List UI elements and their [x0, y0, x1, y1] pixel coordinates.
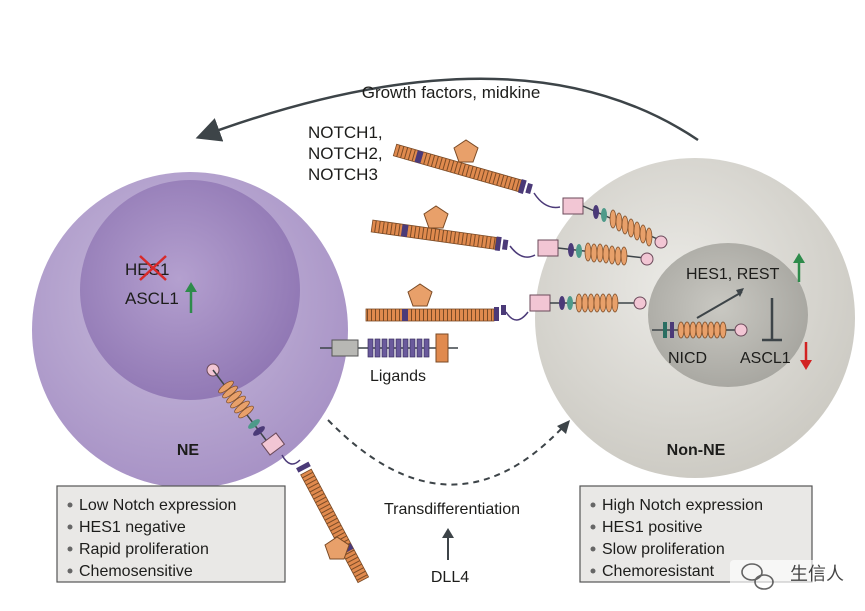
notch-label-line: NOTCH1,	[308, 123, 383, 142]
notch-receptor	[392, 143, 668, 249]
ne-property-item: Low Notch expression	[79, 497, 236, 514]
ne-properties-box: Low Notch expression HES1 negative Rapid…	[56, 485, 286, 583]
nicd-fragment	[652, 321, 748, 339]
watermark: 生信人	[730, 560, 862, 600]
ne-notch-receptor	[206, 363, 370, 584]
ne-property-item: Rapid proliferation	[79, 541, 209, 558]
growth-factor-arrow: Growth factors, midkine	[195, 77, 699, 142]
growth-factor-pentagon-icon	[324, 536, 350, 560]
dll4-label: DLL4	[431, 569, 469, 586]
hes1-cross-icon	[139, 255, 167, 281]
hes1-rest-up-arrow-icon	[793, 253, 805, 282]
non-ne-property-item: High Notch expression	[602, 497, 763, 514]
growth-factor-pentagon-icon	[423, 205, 449, 229]
growth-factor-pentagon-icon	[407, 283, 433, 307]
growth-factor-label: Growth factors, midkine	[362, 83, 541, 102]
ne-ascl1-label: ASCL1	[125, 289, 179, 308]
watermark-text: 生信人	[790, 564, 844, 585]
transdifferentiation-arrow: Transdifferentiation	[327, 419, 570, 518]
ascl1-up-arrow-icon	[185, 282, 197, 313]
non-ne-ascl1-label: ASCL1	[740, 350, 791, 367]
ne-property-item: HES1 negative	[79, 519, 186, 536]
notch-receptor	[370, 219, 654, 266]
ne-cell: HES1 ASCL1 NE	[32, 172, 348, 488]
non-ne-cell: HES1, REST	[535, 158, 855, 478]
ligand: Ligands	[320, 333, 458, 385]
dll4-arrow: DLL4	[431, 528, 469, 586]
ne-cell-name: NE	[177, 442, 200, 459]
non-ne-cell-name: Non-NE	[667, 442, 726, 459]
inhibition-bar-icon	[762, 298, 782, 342]
notch-label-line: NOTCH3	[308, 165, 378, 184]
non-ne-property-item: Slow proliferation	[602, 541, 725, 558]
notch-label-line: NOTCH2,	[308, 144, 383, 163]
hes1-rest-label: HES1, REST	[686, 266, 780, 283]
activation-arrow-icon	[696, 288, 744, 319]
notch-receptor-label: NOTCH1, NOTCH2, NOTCH3	[308, 123, 383, 184]
notch-receptor	[365, 293, 647, 322]
ligands-label: Ligands	[370, 368, 426, 385]
non-ne-property-item: HES1 positive	[602, 519, 703, 536]
ascl1-down-arrow-icon	[800, 342, 812, 370]
ne-property-item: Chemosensitive	[79, 563, 193, 580]
wechat-logo-icon	[741, 563, 774, 590]
transdifferentiation-label: Transdifferentiation	[384, 501, 520, 518]
nicd-label: NICD	[668, 350, 707, 367]
growth-factor-pentagon-icon	[453, 139, 479, 163]
non-ne-nucleus	[648, 243, 808, 387]
non-ne-property-item: Chemoresistant	[602, 563, 715, 580]
